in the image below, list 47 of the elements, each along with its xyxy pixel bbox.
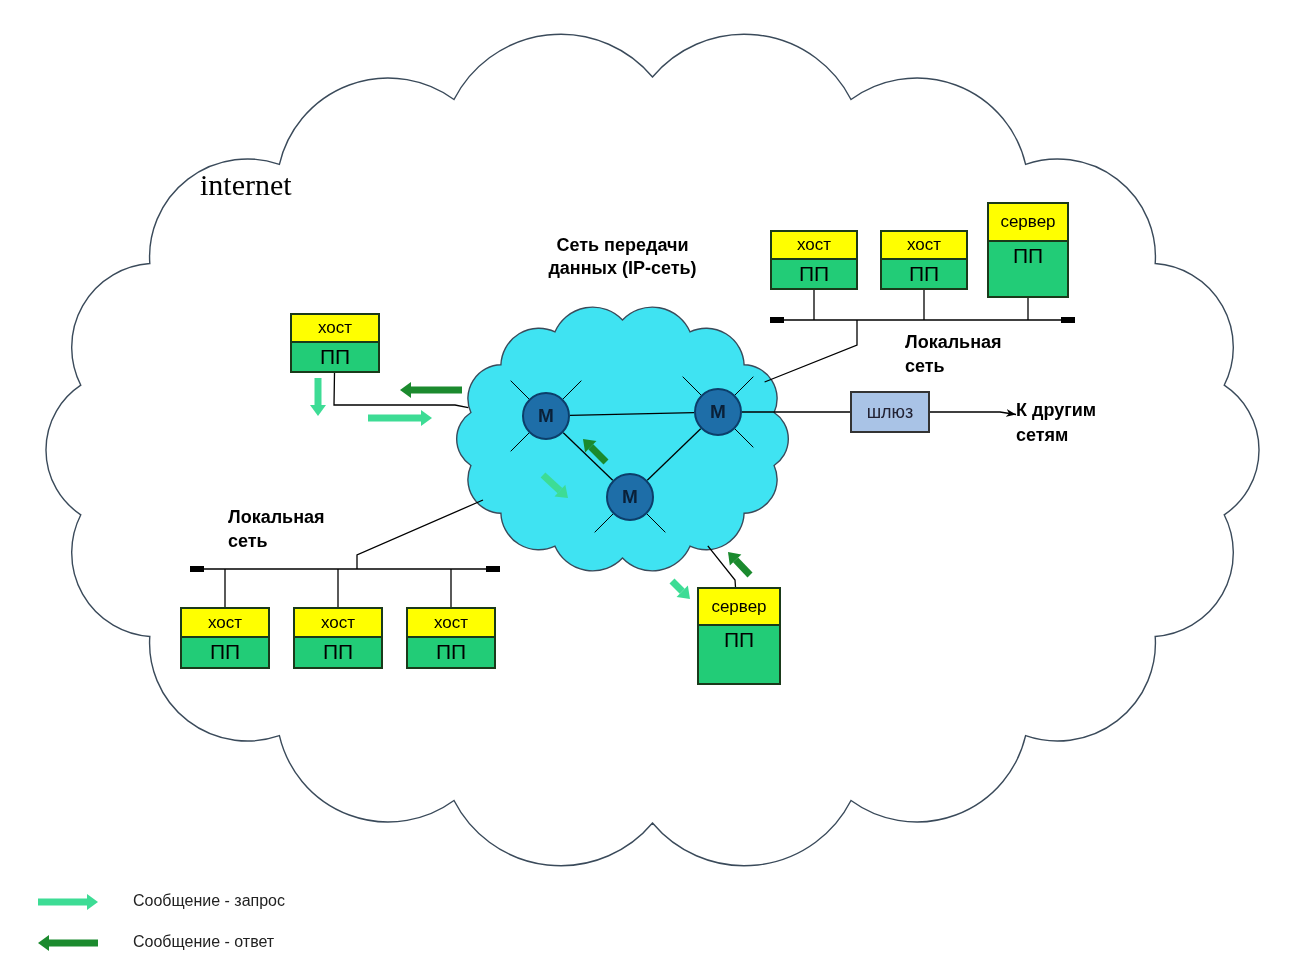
network-label: Локальная сеть: [905, 331, 1003, 379]
software-label: ПП: [797, 261, 831, 287]
host-box: [406, 607, 496, 669]
arrow: [929, 409, 1017, 417]
software-label: ПП: [208, 639, 242, 665]
server-box: [987, 202, 1069, 298]
host-box: [880, 230, 968, 290]
host-name-label: хост: [182, 609, 268, 639]
gateway-box: шлюз: [850, 391, 930, 433]
host-box: [180, 607, 270, 669]
connector-line: [337, 568, 339, 608]
connector-line: [569, 411, 695, 417]
connector-line: [707, 545, 737, 588]
connector-line: [1027, 297, 1029, 321]
connector-line: [333, 372, 469, 409]
host-name-label: хост: [408, 609, 494, 639]
host-name-label: сервер: [699, 589, 779, 627]
connector-line: [763, 319, 858, 383]
network-label: Локальная сеть: [228, 506, 326, 554]
connector-line: [813, 289, 815, 321]
cloud-heading: internet: [200, 167, 293, 203]
connector-line: [741, 411, 851, 413]
host-box: [290, 313, 380, 373]
connector-line: [646, 428, 702, 481]
connector-line: [224, 568, 226, 608]
legend-text: Сообщение - запрос: [133, 892, 285, 910]
host-name-label: хост: [295, 609, 381, 639]
host-name-label: хост: [772, 232, 856, 261]
host-name-label: сервер: [989, 204, 1067, 243]
software-label: ПП: [722, 627, 756, 653]
software-label: ПП: [1011, 243, 1045, 269]
connector-line: [562, 432, 614, 481]
cloud-heading: Сеть передачи данных (IP-сеть): [547, 234, 698, 281]
host-name-label: хост: [882, 232, 966, 261]
host-box: [770, 230, 858, 290]
software-label: ПП: [907, 261, 941, 287]
destination-label: К другим сетям: [1016, 398, 1126, 448]
software-label: ПП: [318, 344, 352, 370]
software-label: ПП: [434, 639, 468, 665]
connector-line: [923, 289, 925, 321]
connector-line: [450, 568, 452, 608]
server-box: [697, 587, 781, 685]
software-label: ПП: [321, 639, 355, 665]
connector-line: [356, 499, 484, 570]
host-box: [293, 607, 383, 669]
legend-text: Сообщение - ответ: [133, 933, 275, 951]
host-name-label: хост: [292, 315, 378, 344]
